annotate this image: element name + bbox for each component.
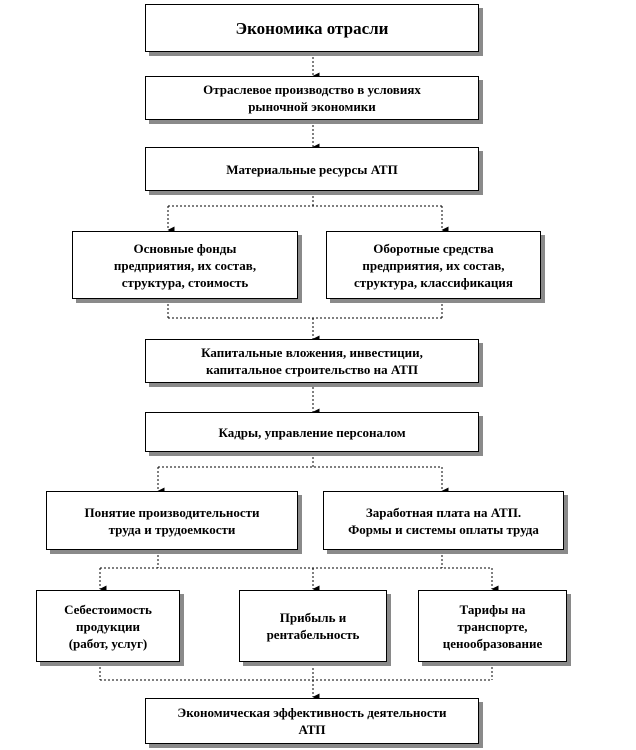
node-cost-price-line-1: Себестоимость	[64, 601, 152, 617]
node-market-production: Отраслевое производство в условиях рыноч…	[145, 76, 479, 120]
node-efficiency: Экономическая эффективность деятельности…	[145, 698, 479, 744]
node-capital-investments-line-1: Капитальные вложения, инвестиции,	[201, 345, 423, 360]
node-personnel-text: Кадры, управление персоналом	[218, 424, 406, 440]
node-tariffs-line-1: Тарифы на	[459, 601, 526, 617]
node-productivity-line-1: Понятие производительности	[84, 504, 260, 520]
node-industry-economics-text: Экономика отрасли	[235, 18, 389, 38]
node-profit-line-1: Прибыль и	[279, 610, 347, 625]
node-working-capital-line-2: предприятия, их состав,	[362, 257, 505, 273]
node-efficiency-line-1: Экономическая эффективность деятельности	[177, 705, 447, 720]
node-fixed-assets-line-1: Основные фонды	[133, 240, 237, 256]
node-cost-price-line-3: (работ, услуг)	[68, 635, 148, 651]
node-wages-line-1: Заработная плата на АТП.	[365, 504, 522, 520]
node-tariffs-line-3: ценообразование	[442, 635, 543, 651]
node-market-production-line-2: рыночной экономики	[248, 99, 376, 114]
node-tariffs: Тарифы на транспорте, ценообразование	[418, 590, 567, 662]
node-profit-line-2: рентабельность	[266, 627, 360, 642]
node-profit: Прибыль и рентабельность	[239, 590, 387, 662]
node-fixed-assets-line-2: предприятия, их состав,	[113, 257, 257, 273]
node-industry-economics: Экономика отрасли	[145, 4, 479, 52]
node-working-capital: Оборотные средства предприятия, их соста…	[326, 231, 541, 299]
node-wages-line-2: Формы и системы оплаты труда	[348, 521, 539, 537]
node-capital-investments-line-2: капитальное строительство на АТП	[206, 362, 418, 377]
node-working-capital-line-1: Оборотные средства	[373, 240, 494, 256]
node-cost-price-line-2: продукции	[76, 618, 140, 634]
node-productivity: Понятие производительности труда и трудо…	[46, 491, 298, 550]
node-material-resources: Материальные ресурсы АТП	[145, 147, 479, 191]
node-capital-investments: Капитальные вложения, инвестиции, капита…	[145, 339, 479, 383]
node-fixed-assets: Основные фонды предприятия, их состав, с…	[72, 231, 298, 299]
node-personnel: Кадры, управление персоналом	[145, 412, 479, 452]
node-fixed-assets-line-3: структура, стоимость	[121, 274, 249, 290]
node-cost-price: Себестоимость продукции (работ, услуг)	[36, 590, 180, 662]
node-wages: Заработная плата на АТП. Формы и системы…	[323, 491, 564, 550]
node-tariffs-line-2: транспорте,	[457, 618, 528, 634]
node-working-capital-line-3: структура, классификация	[354, 274, 513, 290]
node-efficiency-line-2: АТП	[298, 722, 326, 737]
node-market-production-line-1: Отраслевое производство в условиях	[203, 82, 421, 97]
node-productivity-line-2: труда и трудоемкости	[108, 521, 236, 537]
node-material-resources-text: Материальные ресурсы АТП	[226, 161, 398, 177]
